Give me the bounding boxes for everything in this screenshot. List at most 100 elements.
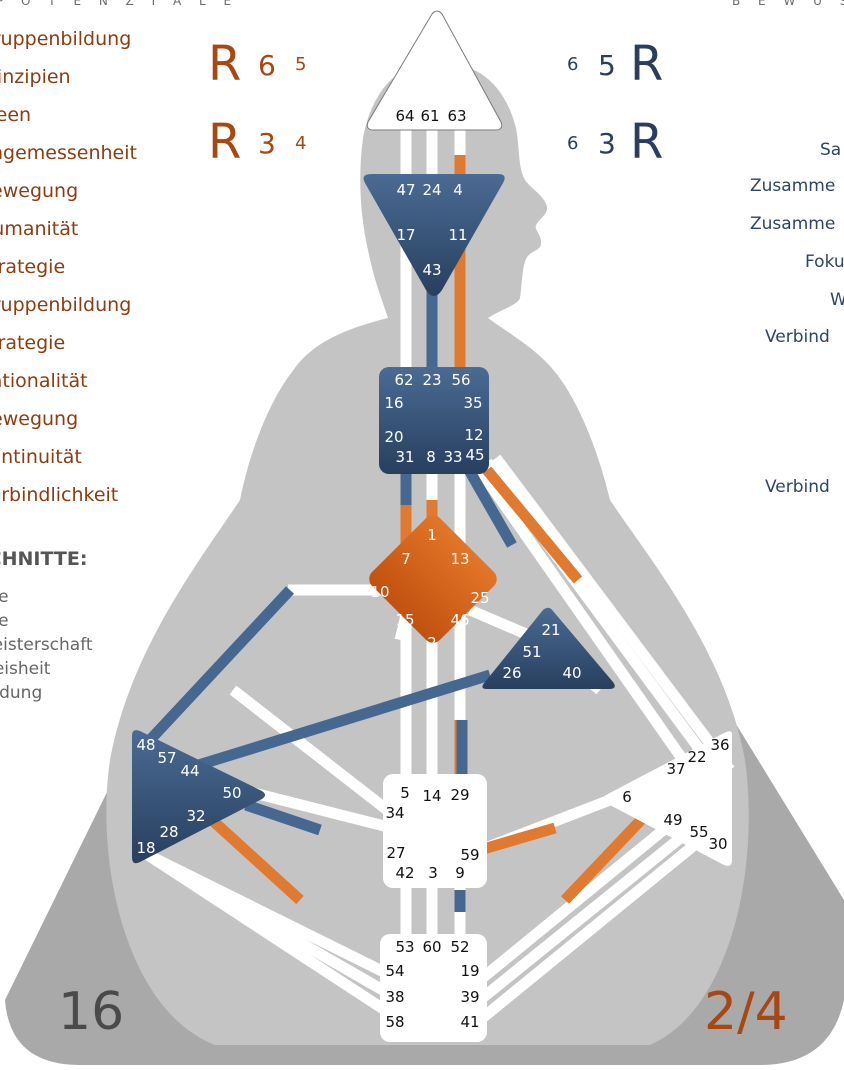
channel-active (145, 586, 295, 744)
channel-inactive (475, 466, 695, 774)
gate-label: 4 (453, 181, 463, 199)
spleen-center (132, 730, 265, 864)
left-list-item: Gruppenbildung (0, 294, 132, 316)
section-item: Life (0, 587, 9, 607)
gate-label: 44 (180, 762, 199, 780)
gate-label: 1 (427, 526, 437, 544)
gate-label: 24 (422, 181, 441, 199)
gate-label: 63 (447, 107, 466, 125)
personality-row2-letter: R (630, 114, 664, 170)
channel-active (148, 669, 492, 786)
left-list-item: Kontinuität (0, 446, 82, 468)
personality-row1-small: 6 (567, 54, 579, 75)
sacral-center (383, 774, 487, 888)
gate-label: 30 (708, 835, 727, 853)
gate-label: 45 (465, 446, 484, 464)
gate-label: 36 (710, 736, 729, 754)
channels-active (145, 155, 664, 912)
personality-row2-small: 6 (567, 133, 579, 154)
gate-label: 25 (470, 589, 489, 607)
design-row1-digit: 6 (258, 49, 276, 82)
gate-label: 46 (450, 611, 469, 629)
left-list-item: Strategie (0, 332, 66, 354)
gate-label: 55 (689, 823, 708, 841)
design-row2-small: 4 (295, 133, 307, 154)
gate-label: 7 (401, 550, 411, 568)
gate-label: 37 (666, 760, 685, 778)
channel-active (464, 467, 517, 548)
gate-label: 5 (400, 784, 410, 802)
gate-label: 35 (463, 394, 482, 412)
channel-inactive (229, 685, 404, 825)
gate-label: 60 (422, 938, 441, 956)
gate-label: 6 (622, 788, 632, 806)
right-list-item: W (830, 290, 844, 310)
right-list-item: Verbind (765, 327, 830, 347)
channel-active (244, 799, 322, 836)
gate-label: 43 (422, 261, 441, 279)
channel-inactive (491, 454, 735, 774)
left-list-item: Bewegung (0, 180, 79, 202)
right-list-item: Sa (820, 140, 842, 160)
gate-label: 23 (422, 371, 441, 389)
right-list-item: Zusamme (750, 176, 836, 196)
gate-label: 42 (395, 864, 414, 882)
left-list-item: Rationalität (0, 370, 88, 392)
gate-label: 19 (460, 962, 479, 980)
gate-label: 11 (448, 226, 467, 244)
gate-label: 64 (395, 107, 414, 125)
gate-label: 47 (396, 181, 415, 199)
design-row1-small: 5 (295, 54, 307, 75)
left-list-item: Bewegung (0, 408, 79, 430)
profile-left: 16 (58, 982, 125, 1042)
gate-label: 26 (502, 664, 521, 682)
gate-label: 14 (422, 787, 441, 805)
ego-center (482, 607, 615, 689)
section-title: SCHNITTE: (0, 548, 88, 570)
gate-label: 49 (663, 811, 682, 829)
left-list-item: Strategie (0, 256, 66, 278)
design-row2-letter: R (208, 114, 242, 170)
gate-label: 18 (136, 839, 155, 857)
gate-label: 3 (428, 864, 438, 882)
gate-label: 8 (426, 448, 436, 466)
channel-inactive (476, 815, 729, 1025)
design-row1-letter: R (208, 36, 242, 92)
head-center (366, 10, 503, 131)
gate-label: 52 (450, 938, 469, 956)
left-header: P O T E N Z I A L E (0, 0, 239, 8)
gate-label: 15 (395, 611, 414, 629)
gate-label: 62 (394, 371, 413, 389)
gate-label: 2 (427, 634, 437, 652)
gate-label: 38 (385, 988, 404, 1006)
gate-label: 10 (370, 583, 389, 601)
gate-label: 9 (455, 864, 465, 882)
gate-label: 28 (159, 823, 178, 841)
gate-label: 54 (385, 962, 404, 980)
right-header: B E W U S S (732, 0, 844, 8)
gate-label: 12 (464, 426, 483, 444)
gate-label: 22 (687, 748, 706, 766)
left-list-item: Gruppenbildung (0, 28, 132, 50)
gate-label: 59 (460, 846, 479, 864)
personality-row1-digit: 5 (598, 49, 616, 82)
gate-label: 33 (443, 448, 462, 466)
left-list-item: Ideen (0, 104, 32, 126)
left-list-item: Humanität (0, 218, 79, 240)
design-row2-digit: 3 (258, 127, 276, 160)
channel-inactive (144, 850, 404, 1025)
gate-label: 57 (157, 749, 176, 767)
root-center (380, 934, 487, 1042)
gate-label: 31 (395, 448, 414, 466)
section-list: Life Life Meisterschaft Weisheit Bildung (0, 586, 200, 706)
gate-label: 20 (384, 428, 403, 446)
left-list-item: Prinzipien (0, 66, 71, 88)
gate-label: 17 (396, 226, 415, 244)
section-item: Bildung (0, 683, 43, 703)
left-list: Gruppenbildung Prinzipien Ideen Angemess… (0, 22, 200, 516)
gate-label: 34 (385, 804, 404, 822)
gate-label: 61 (420, 107, 439, 125)
gate-label: 29 (450, 786, 469, 804)
